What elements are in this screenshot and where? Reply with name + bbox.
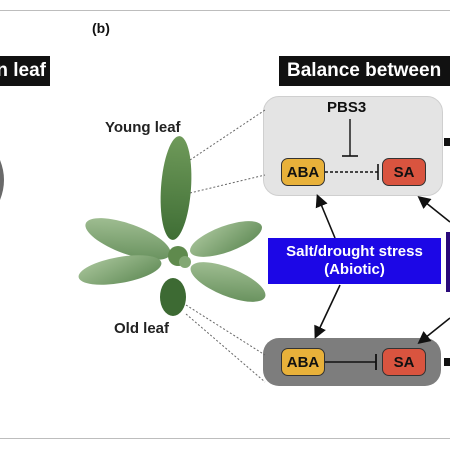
old-leaf-shape bbox=[160, 278, 186, 316]
top-aba-node: ABA bbox=[281, 158, 325, 186]
plant-illustration bbox=[78, 136, 266, 316]
young-leaf-label: Young leaf bbox=[105, 119, 181, 136]
bottom-aba-node: ABA bbox=[281, 348, 325, 376]
old-leaf-dotted-guide-upper bbox=[185, 304, 266, 356]
right-to-top-sa-arrow bbox=[417, 196, 450, 223]
top-sa-node: SA bbox=[382, 158, 426, 186]
panel-label: (b) bbox=[92, 20, 110, 36]
pbs3-label: PBS3 bbox=[327, 99, 367, 116]
right-header-text: Balance between bbox=[287, 60, 442, 81]
left-header-bar: n leaf bbox=[0, 56, 50, 86]
young-leaf-dotted-guide-upper bbox=[189, 109, 266, 161]
leaf-left-lower bbox=[78, 255, 162, 285]
old-leaf-label: Old leaf bbox=[114, 320, 170, 337]
figure-top-border bbox=[0, 10, 450, 11]
cropped-edge-mark-bottom bbox=[444, 358, 450, 366]
leaf-right-lower bbox=[190, 262, 266, 302]
stress-to-top-aba-arrow bbox=[315, 194, 336, 239]
stress-line-1: Salt/drought stress bbox=[286, 243, 423, 260]
bottom-sa-label: SA bbox=[393, 353, 415, 371]
bottom-aba-label: ABA bbox=[286, 353, 320, 371]
figure-bottom-border bbox=[0, 438, 450, 439]
stress-to-bottom-aba-arrow bbox=[314, 284, 341, 339]
abiotic-stress-box: Salt/drought stress (Abiotic) bbox=[268, 238, 441, 284]
old-leaf-dotted-guide-lower bbox=[185, 313, 266, 383]
top-aba-label: ABA bbox=[286, 163, 320, 181]
cropped-purple-box-edge bbox=[446, 232, 450, 292]
young-leaf-dotted-guide-lower bbox=[189, 174, 266, 194]
right-to-bottom-sa-arrow bbox=[417, 317, 450, 344]
right-header-bar: Balance between bbox=[279, 56, 450, 86]
bottom-sa-node: SA bbox=[382, 348, 426, 376]
left-header-text: n leaf bbox=[0, 60, 46, 81]
cropped-left-shape bbox=[0, 160, 4, 200]
leaf-right-upper bbox=[190, 221, 262, 257]
cropped-edge-mark-top bbox=[444, 138, 450, 146]
leaf-left-upper bbox=[85, 218, 171, 260]
stress-line-2: (Abiotic) bbox=[324, 261, 385, 278]
top-sa-label: SA bbox=[393, 163, 415, 181]
young-leaf-shape bbox=[160, 136, 192, 240]
plant-center-small bbox=[179, 256, 191, 268]
